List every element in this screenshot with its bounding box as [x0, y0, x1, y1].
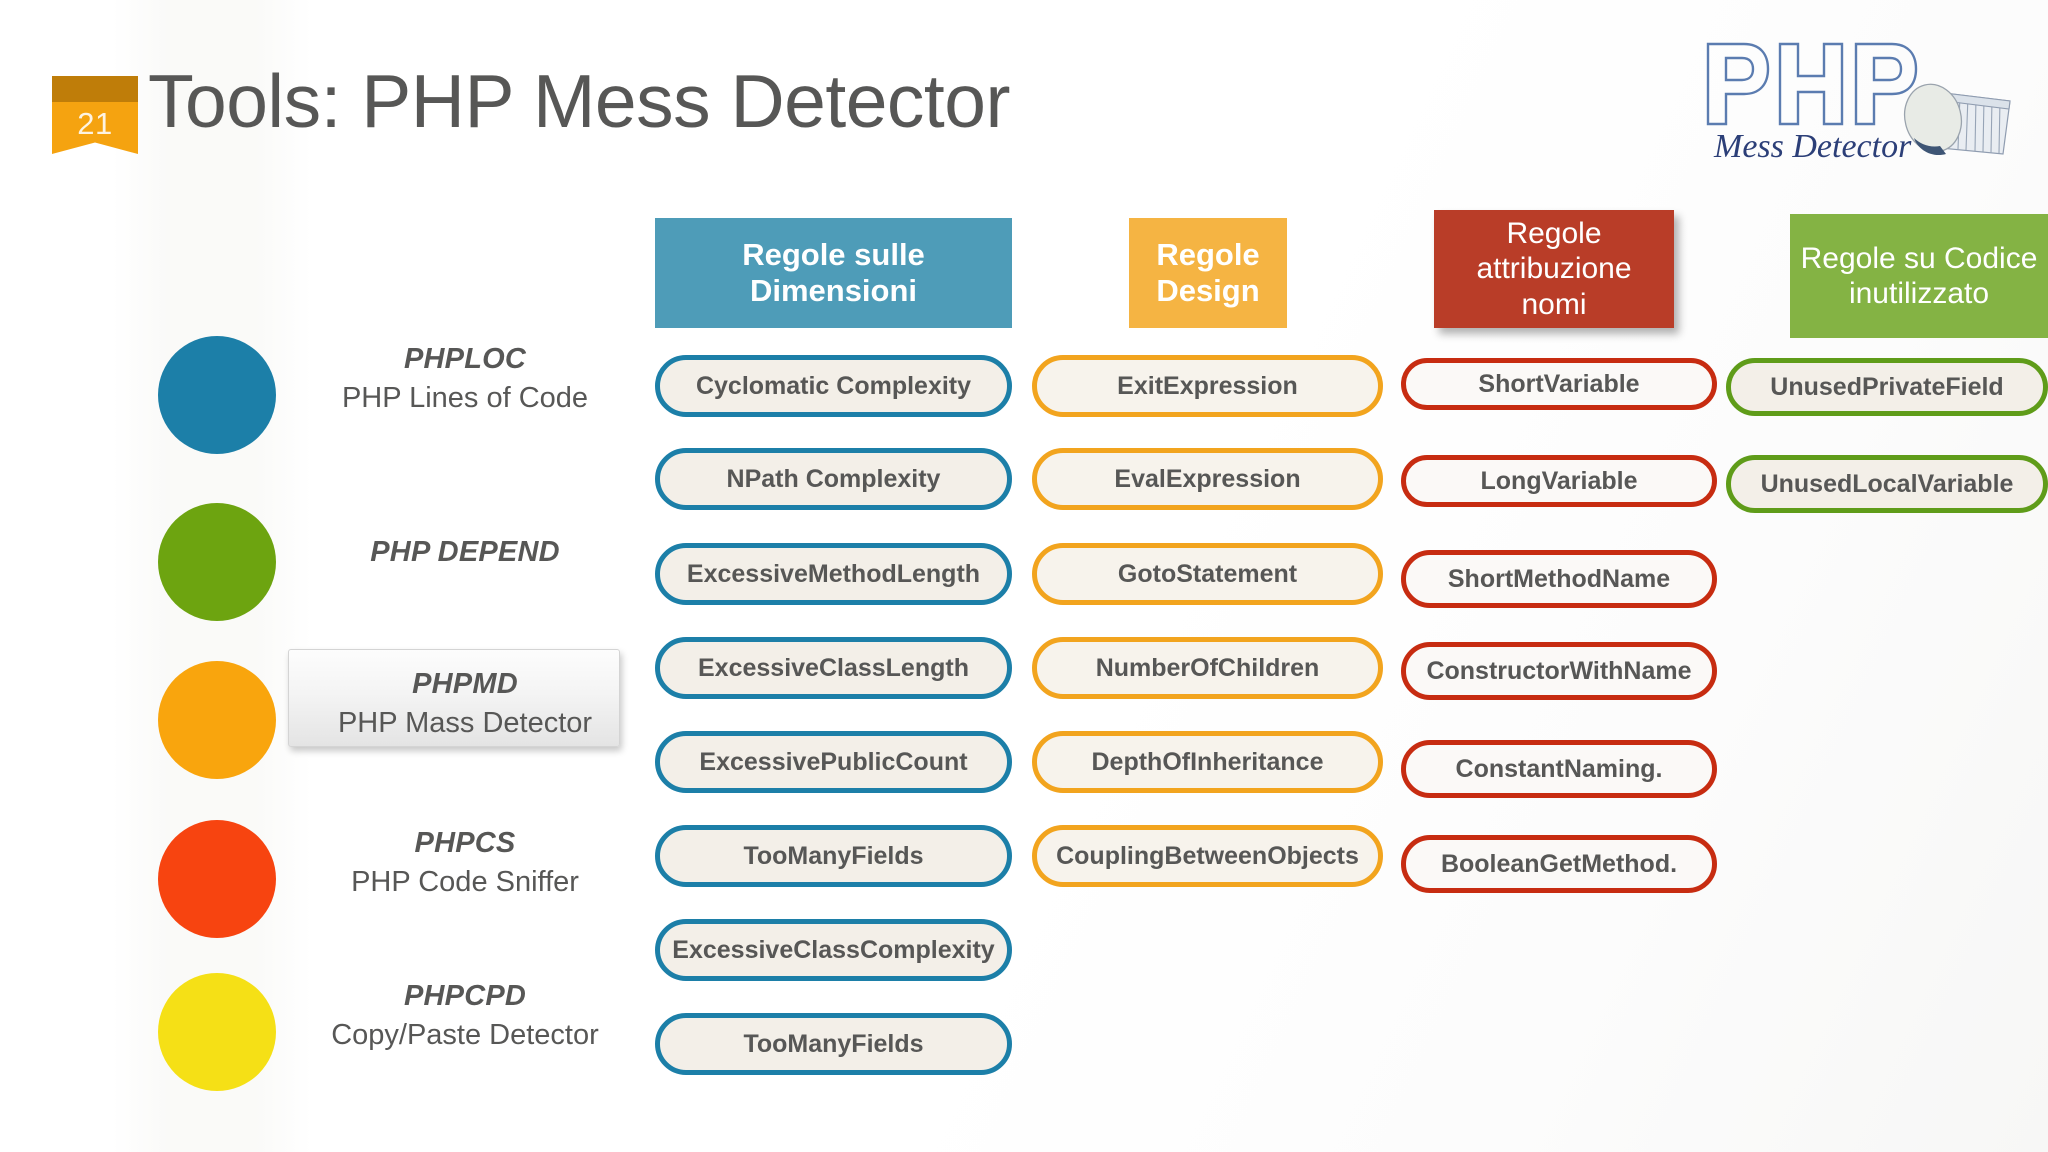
rule-pill[interactable]: NumberOfChildren	[1032, 637, 1383, 699]
rule-pill[interactable]: Cyclomatic Complexity	[655, 355, 1012, 417]
rule-pill[interactable]: TooManyFields	[655, 1013, 1012, 1075]
column-header-inutilizzato: Regole su Codice inutilizzato	[1790, 214, 2048, 338]
tool-dot-phpcs	[158, 820, 276, 938]
tool-item-phpcs[interactable]: PHPCS PHP Code Sniffer	[0, 820, 640, 948]
rule-pill[interactable]: ExcessiveClassLength	[655, 637, 1012, 699]
tool-desc: Copy/Paste Detector	[331, 1018, 599, 1051]
column-header-nomi: Regole attribuzione nomi	[1434, 210, 1674, 328]
tool-item-phploc[interactable]: PHPLOC PHP Lines of Code	[0, 336, 640, 464]
tool-label-phpcs: PHPCS PHP Code Sniffer	[300, 826, 630, 900]
rule-pill[interactable]: CouplingBetweenObjects	[1032, 825, 1383, 887]
tool-label-phploc: PHPLOC PHP Lines of Code	[300, 342, 630, 416]
tool-name: PHPCPD	[403, 980, 527, 1012]
svg-text:Mess Detector: Mess Detector	[1713, 128, 1912, 165]
rule-pill[interactable]: ExcessiveMethodLength	[655, 543, 1012, 605]
rule-pill[interactable]: ExcessiveClassComplexity	[655, 919, 1012, 981]
slide-number-text: 21	[77, 106, 113, 141]
tool-item-php-depend[interactable]: PHP DEPEND	[0, 503, 640, 631]
tool-dot-phpmd	[158, 661, 276, 779]
tool-name: PHPMD	[412, 668, 518, 700]
page-title: Tools: PHP Mess Detector	[148, 59, 1010, 143]
tool-desc: PHP Lines of Code	[341, 381, 589, 414]
column-header-dimensioni: Regole sulle Dimensioni	[655, 218, 1012, 328]
rule-pill[interactable]: LongVariable	[1401, 455, 1717, 507]
tool-name: PHP DEPEND	[370, 536, 560, 568]
tool-dot-php-depend	[158, 503, 276, 621]
tool-name: PHPCS	[414, 827, 516, 859]
php-mess-detector-logo: Mess Detector	[1700, 26, 2030, 166]
rule-pill[interactable]: ShortMethodName	[1401, 550, 1717, 608]
rule-pill[interactable]: GotoStatement	[1032, 543, 1383, 605]
tool-label-phpcpd: PHPCPD Copy/Paste Detector	[300, 979, 630, 1053]
tool-item-phpcpd[interactable]: PHPCPD Copy/Paste Detector	[0, 973, 640, 1101]
rule-pill[interactable]: UnusedLocalVariable	[1726, 455, 2048, 513]
badge-top-band	[52, 76, 138, 102]
rule-pill[interactable]: NPath Complexity	[655, 448, 1012, 510]
tool-dot-phpcpd	[158, 973, 276, 1091]
tool-highlight-box	[288, 649, 620, 747]
rule-pill[interactable]: ConstructorWithName	[1401, 642, 1717, 700]
rule-pill[interactable]: DepthOfInheritance	[1032, 731, 1383, 793]
tool-desc: PHP Mass Detector	[337, 706, 593, 739]
rule-pill[interactable]: ExcessivePublicCount	[655, 731, 1012, 793]
column-header-design: Regole Design	[1129, 218, 1287, 328]
tool-desc: PHP Code Sniffer	[351, 865, 579, 898]
tool-item-phpmd[interactable]: PHPMD PHP Mass Detector	[0, 649, 640, 789]
rule-pill[interactable]: ShortVariable	[1401, 358, 1717, 410]
rule-pill[interactable]: UnusedPrivateField	[1726, 358, 2048, 416]
tool-dot-phploc	[158, 336, 276, 454]
tool-label-php-depend: PHP DEPEND	[300, 535, 630, 570]
rule-pill[interactable]: TooManyFields	[655, 825, 1012, 887]
tool-name: PHPLOC	[403, 343, 527, 375]
rule-pill[interactable]: EvalExpression	[1032, 448, 1383, 510]
rule-pill[interactable]: BooleanGetMethod.	[1401, 835, 1717, 893]
slide-number-badge: 21	[52, 76, 138, 154]
tool-label-phpmd: PHPMD PHP Mass Detector	[300, 667, 630, 741]
rule-pill[interactable]: ExitExpression	[1032, 355, 1383, 417]
rule-pill[interactable]: ConstantNaming.	[1401, 740, 1717, 798]
